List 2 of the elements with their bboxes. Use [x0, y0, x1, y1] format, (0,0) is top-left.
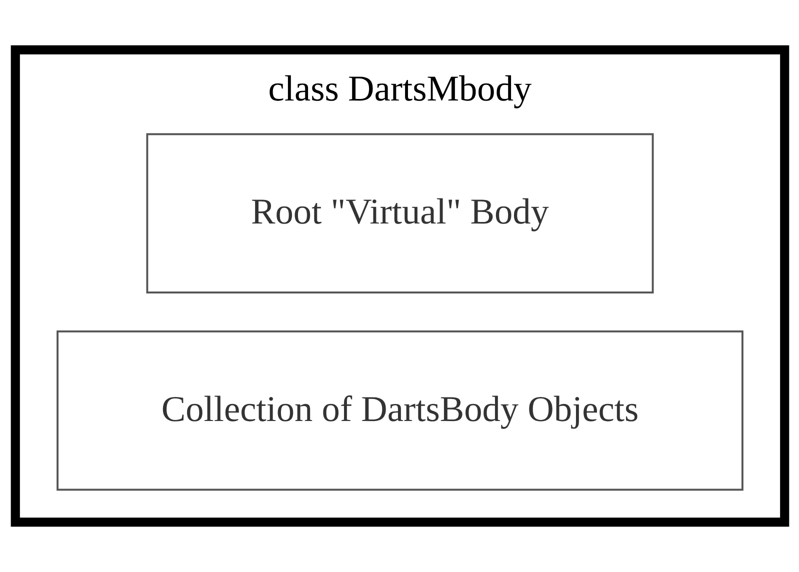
node-box: Collection of DartsBody Objects	[56, 330, 743, 491]
node-box: Root "Virtual" Body	[146, 133, 654, 294]
